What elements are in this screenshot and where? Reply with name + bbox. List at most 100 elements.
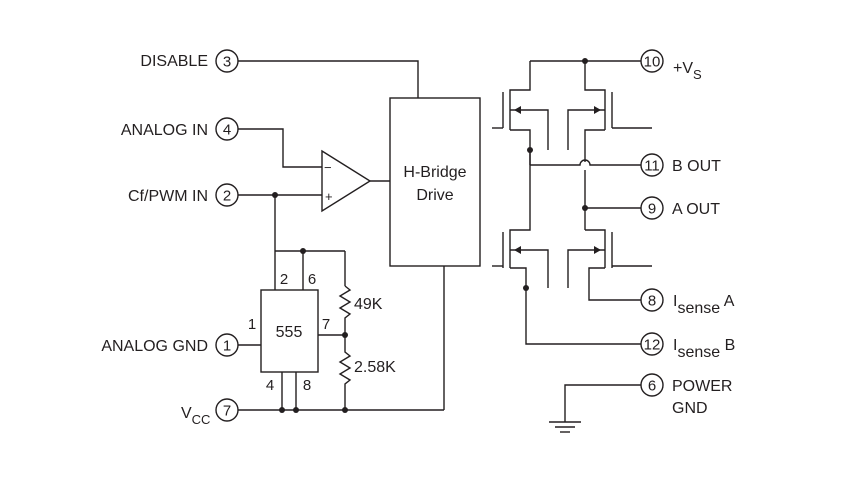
analog-in-wire: [238, 128, 322, 168]
disable-pin-number: 3: [223, 54, 231, 71]
timer-pin-8: 8: [303, 377, 311, 394]
pin-isense-b: 12 Isense B: [640, 332, 735, 361]
power-gnd-wire: [564, 384, 641, 422]
vcc-junction-dot-2: [293, 407, 299, 413]
mosfet-lower-left: [492, 210, 549, 288]
vcc-label-sub: CC: [192, 412, 211, 427]
a-out-label: A OUT: [672, 201, 720, 218]
vs-pin-number: 10: [644, 54, 661, 71]
pin-disable: DISABLE 3: [140, 49, 239, 73]
isense-a-label-main: I: [673, 293, 677, 310]
isense-b-label: Isense B: [673, 337, 735, 361]
isense-a-wire: [588, 267, 641, 301]
resistor-49k-zigzag: [338, 285, 352, 335]
mosfet-ll-arrow: [514, 246, 521, 254]
mosfet-ur-out: [584, 129, 605, 162]
timer-555: 555 2 6 1 7 4 8: [248, 271, 330, 394]
isense-b-pin-number: 12: [644, 337, 661, 354]
isense-b-label-main: I: [673, 337, 677, 354]
timer-box: [260, 289, 319, 373]
analog-in-pin-number: 4: [223, 122, 231, 139]
b-out-pin-circle: [640, 153, 664, 177]
mosfet-upper-left: [492, 61, 549, 165]
timer-pin-7: 7: [322, 316, 330, 333]
cf-pwm-in-label: Cf/PWM IN: [128, 188, 208, 205]
mosfet-lr-source: [567, 249, 605, 288]
b-out-wire: [530, 159, 641, 166]
mosfet-ll-drain: [509, 210, 531, 268]
mosfet-ul-source: [510, 109, 549, 150]
vs-label: +VS: [673, 60, 702, 82]
h-bridge-line2: Drive: [416, 187, 453, 204]
h-bridge-line1: H-Bridge: [403, 164, 466, 181]
mosfet-ul-drain: [509, 61, 531, 130]
isense-a-label: Isense A: [673, 293, 735, 317]
isense-a-pin-number: 8: [648, 293, 656, 310]
isense-a-label-sub: sense: [677, 300, 720, 317]
vs-label-main: +V: [673, 60, 693, 77]
mosfet-ur-arrow: [594, 106, 601, 114]
opamp-triangle: [321, 149, 372, 213]
pin-vs: 10 +VS: [640, 49, 702, 82]
vcc-label: VCC: [181, 405, 210, 427]
opamp-minus-sign: −: [324, 160, 332, 175]
power-gnd-label-line1: POWER: [672, 378, 732, 395]
resistor-49k-label: 49K: [354, 296, 383, 313]
a-out-pin-circle: [640, 196, 664, 220]
pin-b-out: 11 B OUT: [640, 153, 721, 177]
cf-pwm-in-pin-number: 2: [223, 188, 231, 205]
resistor-2-58k: 2.58K: [338, 335, 396, 410]
mosfet-ul-out: [510, 129, 531, 165]
vcc-junction-dot-1: [279, 407, 285, 413]
timer-pin-6: 6: [308, 271, 316, 288]
isense-a-pin-circle: [640, 288, 664, 312]
mosfet-ll-source: [510, 249, 549, 288]
power-gnd-symbol: [549, 384, 641, 433]
b-out-label: B OUT: [672, 158, 721, 175]
h-bridge-drive-block: H-Bridge Drive: [389, 97, 481, 267]
mosfet-upper-right: [567, 61, 652, 162]
pin-isense-a: 8 Isense A: [640, 288, 735, 317]
timer-pin-2: 2: [280, 271, 288, 288]
resistor-49k: 49K: [338, 285, 383, 335]
mosfet-ul-arrow: [514, 106, 521, 114]
pin-power-gnd: 6 POWER GND: [640, 373, 732, 417]
resistor-2-58k-zigzag: [338, 335, 352, 410]
pin-vcc: VCC 7: [181, 398, 239, 427]
mosfet-ur-drain: [584, 61, 606, 130]
isense-b-label-suffix: B: [720, 337, 735, 354]
pin-cf-pwm-in: Cf/PWM IN 2: [128, 183, 239, 207]
b-out-pin-number: 11: [644, 158, 660, 175]
timer-pin-1: 1: [248, 316, 256, 333]
vcc-label-main: V: [181, 405, 192, 422]
isense-a-label-suffix: A: [720, 293, 735, 310]
analog-gnd-label: ANALOG GND: [101, 338, 208, 355]
mosfet-lr-arrow: [594, 246, 601, 254]
power-gnd-pin-circle: [640, 373, 664, 397]
isense-b-wire: [525, 288, 641, 345]
disable-wire: [238, 60, 419, 98]
timer-pin-4: 4: [266, 377, 274, 394]
resistor-2-58k-label: 2.58K: [354, 359, 396, 376]
opamp-plus-sign: +: [325, 189, 333, 204]
vcc-pin-number: 7: [223, 403, 231, 420]
mosfet-ll-out: [510, 267, 527, 288]
analog-gnd-pin-number: 1: [223, 338, 231, 355]
pin-a-out: 9 A OUT: [640, 196, 720, 220]
a-out-pin-number: 9: [648, 201, 656, 218]
mosfet-lower-right: [567, 229, 652, 301]
vcc-junction-dot-3: [342, 407, 348, 413]
vs-label-sub: S: [693, 67, 702, 82]
timer-name: 555: [276, 324, 303, 341]
isense-b-label-sub: sense: [677, 344, 720, 361]
pin-analog-in: ANALOG IN 4: [121, 117, 239, 141]
power-gnd-label-line2: GND: [672, 400, 708, 417]
h-bridge-box: [389, 97, 481, 267]
pin-analog-gnd: ANALOG GND 1: [101, 333, 239, 357]
vs-pin-circle: [640, 49, 664, 73]
mosfet-ur-source: [567, 109, 605, 150]
opamp: − +: [321, 149, 372, 213]
disable-label: DISABLE: [140, 53, 208, 70]
mosfet-lr-drain: [585, 229, 606, 268]
